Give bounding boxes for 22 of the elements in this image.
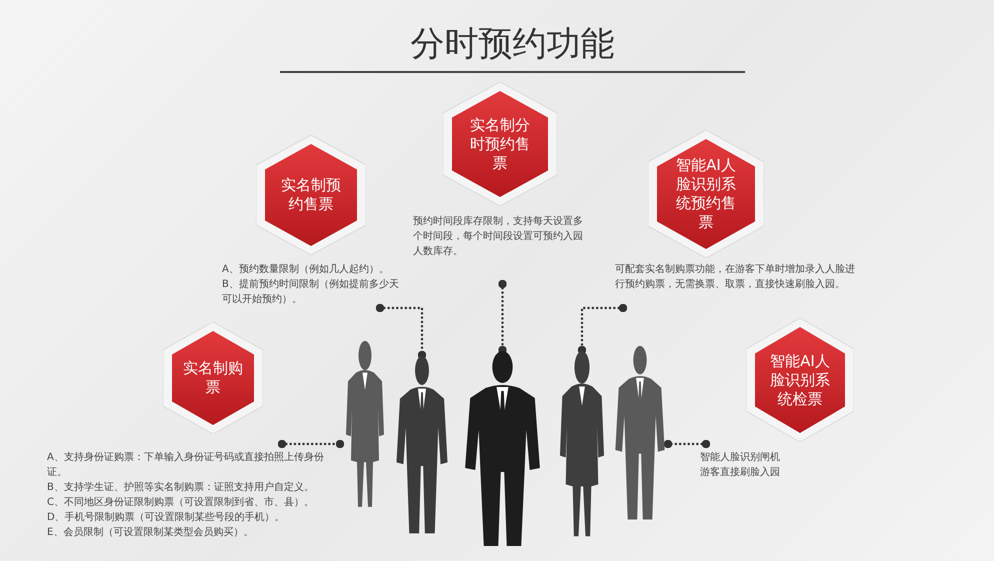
description-text: 可配套实名制购票功能，在游客下单时增加录入人脸进行预约购票，无需换票、取票，直接快速刷脸入园。 [615,262,855,292]
description-text: 游客直接刷脸入园 [700,466,781,480]
description-text: D、手机号限制购票（可设置限制某些号段的手机）。 [47,510,286,525]
description-text: B、提前预约时间限制（例如提前多少天可以开始预约）。 [222,278,400,307]
description-text: A、支持身份证购票：下单输入身份证号码或直接拍照上传身份证。 [47,450,325,480]
leader-line [498,280,507,354]
description-text: C、不同地区身份证限制购票（可设置限制到省、市、县）。 [47,496,315,510]
title: 分时预约功能 [410,23,616,66]
description-text: 预约时间段库存限制，支持每天设置多个时间段，每个时间段设置可预约入园人数库存。 [413,214,584,259]
leader-line [664,440,710,448]
hexagon-badge: 实名制购票 [163,322,263,434]
hexagon-badge: 实名制预约售票 [256,135,366,255]
leader-line [578,304,628,354]
hexagon-badge: 智能AI人脸识别系统预约售票 [648,130,764,258]
hexagon-badge: 实名制分时预约售票 [443,82,557,206]
hexagon-badge: 智能AI人脸识别系统检票 [746,318,854,442]
description-text: 智能人脸识别闸机 [700,450,781,465]
description-text: E、会员限制（可设置限制某类型会员购买）。 [47,526,254,540]
leader-line [376,304,426,360]
description-text: B、支持学生证、护照等实名制购票：证照支持用户自定义。 [47,480,315,495]
description-text: A、预约数量限制（例如几人起约）。 [222,262,390,277]
leader-line [278,440,344,448]
